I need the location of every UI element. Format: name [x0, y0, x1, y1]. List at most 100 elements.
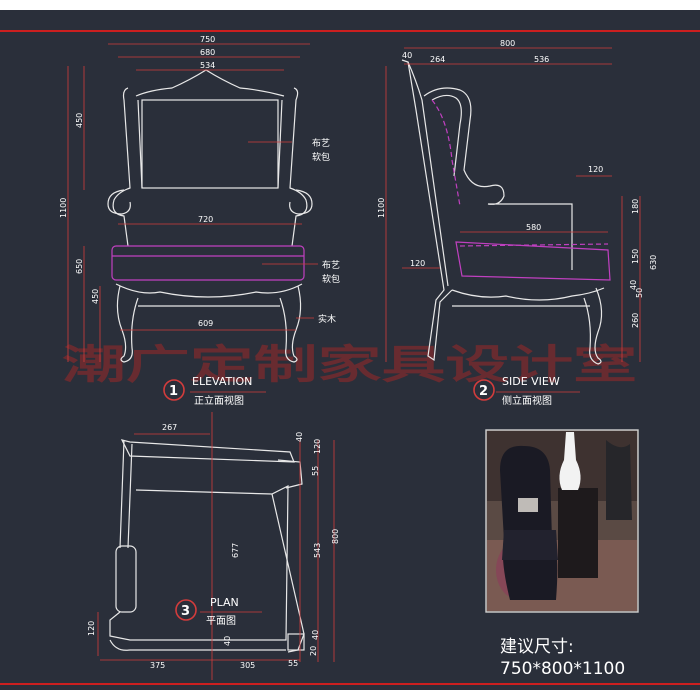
photo-plant — [606, 440, 632, 520]
dim-back-width: 534 — [200, 61, 215, 70]
elevation-right-leg — [279, 285, 302, 363]
dim-plan-front-rail: 120 — [87, 621, 96, 636]
elevation-number: 1 — [169, 384, 178, 399]
plan-seat-outline — [109, 485, 289, 641]
side-dim-text: 800 40 264 536 120 580 120 1100 180 150 … — [377, 39, 658, 328]
plan-right-arm — [277, 459, 303, 489]
side-seat-dashed — [459, 243, 609, 247]
note-seat-fabric-1: 布艺 — [322, 259, 340, 271]
dim-side-top: 40 — [402, 51, 412, 60]
note-back-fabric-2: 软包 — [312, 151, 330, 163]
elevation-subtitle: 正立面视图 — [194, 394, 244, 407]
side-seat-cushion — [455, 241, 611, 281]
photo-side-table — [558, 488, 598, 578]
product-photo — [485, 429, 639, 613]
elevation-left-leg — [116, 285, 139, 363]
dim-plan-bottom-c: 20 — [309, 646, 318, 656]
dim-side-leg: 260 — [631, 313, 640, 328]
side-back-post — [401, 59, 453, 362]
dim-plan-seat-depth: 543 — [313, 543, 322, 558]
side-dimensions — [385, 47, 641, 393]
elevation-title: ELEVATION — [192, 375, 252, 388]
plan-title: PLAN — [210, 596, 239, 609]
dim-side-front: 536 — [534, 55, 549, 64]
dim-total-height: 1100 — [59, 198, 68, 218]
dim-plan-top-gap: 40 — [295, 432, 304, 442]
side-back-front-edge — [407, 61, 449, 287]
plan-title-block: 3 PLAN 平面图 — [175, 596, 239, 627]
dim-plan-bottom-b: 40 — [311, 630, 320, 640]
plan-subtitle: 平面图 — [206, 615, 236, 627]
elevation-view — [107, 69, 313, 363]
dim-plan-left-width: 375 — [150, 661, 165, 670]
elevation-dimensions — [67, 43, 318, 393]
dim-side-arm-end: 120 — [588, 165, 603, 174]
elevation-apron — [115, 283, 303, 298]
dim-side-seat-total: 630 — [649, 255, 658, 270]
side-wing-inner — [431, 94, 462, 177]
suggested-size-label: 建议尺寸: — [500, 637, 574, 657]
watermark-text: 潮广定制家具设计室 — [62, 342, 637, 388]
dim-leg-height: 450 — [91, 289, 100, 304]
plan-dimensions — [97, 412, 335, 680]
dim-side-rail-b: 50 — [635, 288, 644, 298]
dim-back-height: 450 — [75, 113, 84, 128]
dim-plan-inner-depth: 677 — [231, 543, 240, 558]
note-wood: 实木 — [318, 313, 336, 325]
dim-plan-rail: 120 — [313, 439, 322, 454]
elevation-seat-cushion — [111, 245, 305, 281]
side-view — [401, 59, 611, 365]
elevation-back-inner — [137, 99, 283, 189]
note-seat-fabric-2: 软包 — [322, 273, 340, 285]
side-wing — [423, 87, 573, 270]
side-subtitle: 侧立面视图 — [502, 394, 552, 407]
elevation-title-block: 1 ELEVATION 正立面视图 — [163, 375, 252, 407]
dim-plan-overall-depth: 800 — [331, 529, 340, 544]
dim-plan-back-width: 267 — [162, 423, 177, 432]
plan-view — [109, 439, 305, 653]
dim-side-rail-a: 40 — [629, 280, 638, 290]
elevation-dim-text: 750 680 534 720 609 1100 450 650 450 布艺 … — [59, 35, 340, 328]
side-title-block: 2 SIDE VIEW 侧立面视图 — [473, 375, 560, 407]
dim-seat-width: 720 — [198, 215, 213, 224]
side-front-leg — [583, 287, 603, 365]
dim-side-height: 1100 — [377, 198, 386, 218]
elevation-left-arm — [107, 189, 131, 215]
elevation-right-arm — [289, 189, 313, 215]
dim-side-overall: 800 — [500, 39, 515, 48]
photo-chair — [500, 445, 558, 600]
plan-front-right-foot — [287, 633, 305, 651]
dim-arm-width: 680 — [200, 48, 215, 57]
photo-vase — [559, 432, 581, 490]
plan-left-arm — [119, 439, 133, 549]
side-number-circle — [473, 379, 495, 401]
dim-side-seat: 580 — [526, 223, 541, 232]
note-back-fabric-1: 布艺 — [312, 137, 330, 149]
dim-overall-width: 750 — [200, 35, 215, 44]
dim-seat-height: 650 — [75, 259, 84, 274]
elevation-back-panel — [141, 99, 279, 189]
side-number: 2 — [479, 384, 488, 399]
plan-front-right — [271, 493, 305, 653]
plan-left-arm-pad — [115, 545, 137, 613]
dim-plan-inner-width: 305 — [240, 661, 255, 670]
plan-front-edge — [109, 639, 286, 651]
dim-plan-bottom-a: 40 — [223, 636, 232, 646]
plan-number-circle — [175, 599, 197, 621]
elevation-number-circle — [163, 379, 185, 401]
dim-side-back: 264 — [430, 55, 445, 64]
side-title: SIDE VIEW — [502, 375, 560, 388]
plan-dim-text: 267 40 120 55 677 543 800 120 375 40 305… — [87, 423, 340, 670]
plan-number: 3 — [181, 604, 190, 619]
dim-leg-span: 609 — [198, 319, 213, 328]
elevation-back-frame — [112, 87, 308, 247]
dim-side-arm-height: 180 — [631, 199, 640, 214]
side-apron — [451, 287, 605, 301]
photo-pillow — [518, 498, 538, 512]
dim-side-cushion: 150 — [631, 249, 640, 264]
side-seat-back-dashed — [431, 99, 461, 207]
dim-plan-arm: 55 — [311, 466, 320, 476]
dim-side-back-offset: 120 — [410, 259, 425, 268]
suggested-size-value: 750*800*1100 — [500, 659, 625, 679]
